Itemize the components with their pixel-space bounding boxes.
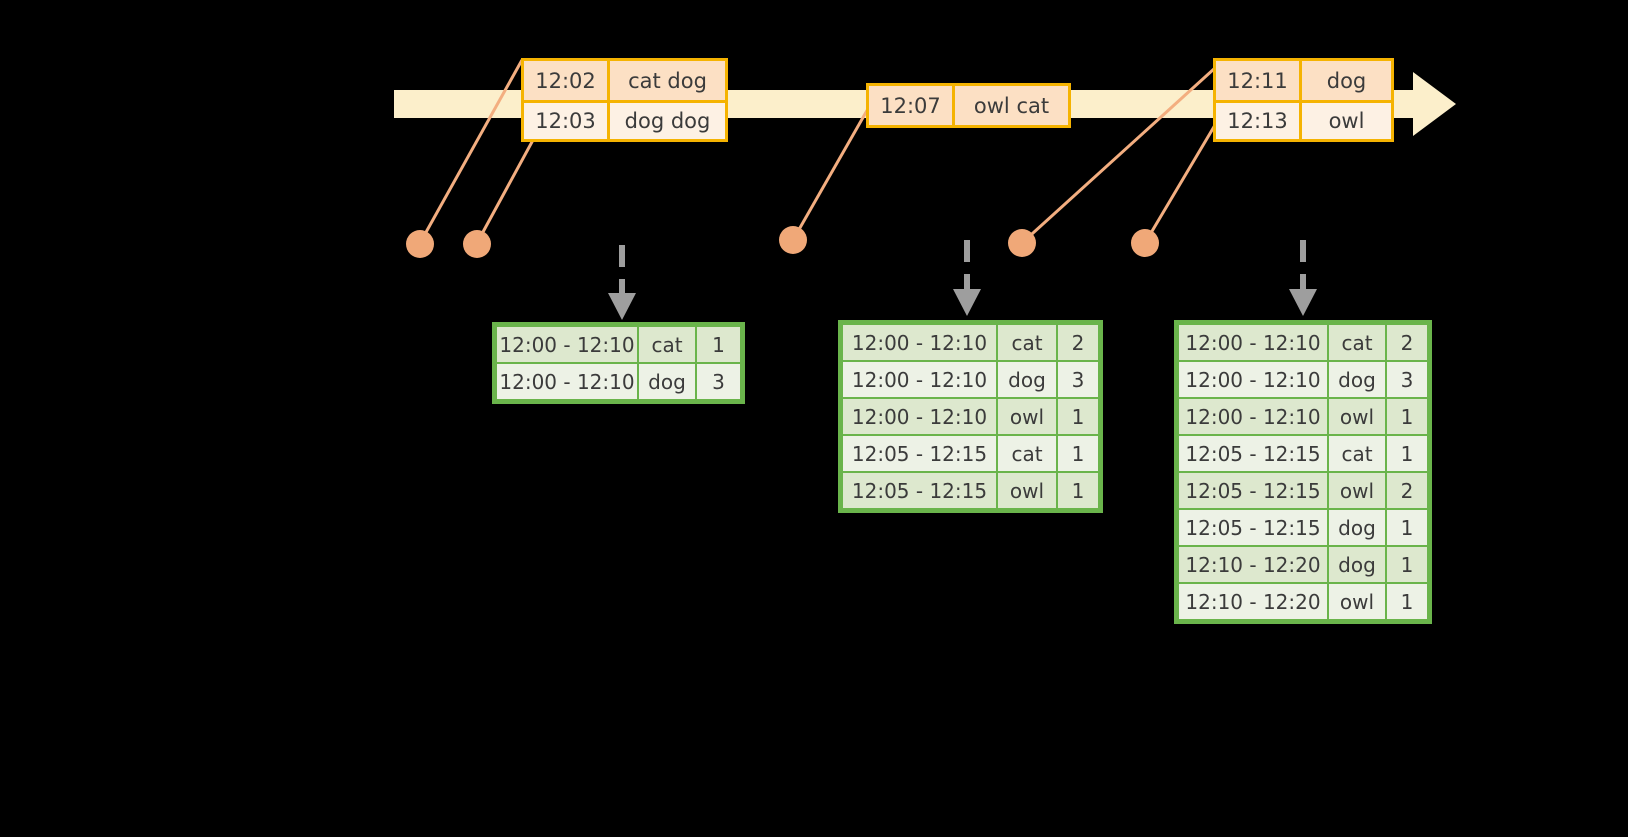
event-row[interactable]: 12:07 owl cat [869,86,1068,125]
window-cell: 12:00 - 12:10 [843,399,996,434]
count-cell: 2 [1387,325,1427,360]
marker-dot [406,230,434,258]
window-cell: 12:00 - 12:10 [843,362,996,397]
count-cell: 3 [697,364,740,399]
event-row[interactable]: 12:11 dog [1216,61,1391,100]
window-cell: 12:05 - 12:15 [843,436,996,471]
event-time: 12:03 [524,103,610,139]
word-cell: dog [1329,547,1385,582]
flow-arrows [619,240,1306,296]
word-cell: dog [639,364,695,399]
count-cell: 1 [1387,510,1427,545]
word-cell: owl [998,399,1056,434]
window-cell: 12:00 - 12:10 [843,325,996,360]
word-cell: owl [1329,584,1385,619]
word-cell: dog [1329,510,1385,545]
count-cell: 2 [1058,325,1098,360]
event-time: 12:07 [869,86,955,125]
word-cell: owl [998,473,1056,508]
event-time: 12:02 [524,61,610,100]
window-cell: 12:00 - 12:10 [1179,399,1327,434]
count-cell: 1 [1387,547,1427,582]
count-cell: 3 [1058,362,1098,397]
event-time: 12:11 [1216,61,1302,100]
word-cell: dog [998,362,1056,397]
count-cell: 1 [1387,584,1427,619]
flow-arrow-heads [608,289,1317,320]
count-cell: 2 [1387,473,1427,508]
window-cell: 12:05 - 12:15 [1179,473,1327,508]
count-cell: 1 [697,327,740,362]
marker-dot [1008,229,1036,257]
count-cell: 1 [1058,473,1098,508]
event-row[interactable]: 12:13 owl [1216,100,1391,139]
event-box-group-3[interactable]: 12:11 dog 12:13 owl [1213,58,1394,142]
event-words: dog [1302,61,1391,100]
window-cell: 12:00 - 12:10 [497,364,637,399]
word-cell: cat [639,327,695,362]
event-words: cat dog [610,61,725,100]
marker-dot [779,226,807,254]
event-row[interactable]: 12:02 cat dog [524,61,725,100]
word-cell: cat [998,436,1056,471]
count-cell: 1 [1058,436,1098,471]
event-box-group-1[interactable]: 12:02 cat dog 12:03 dog dog [521,58,728,142]
window-cell: 12:10 - 12:20 [1179,584,1327,619]
window-cell: 12:05 - 12:15 [843,473,996,508]
count-cell: 1 [1387,399,1427,434]
marker-dot [463,230,491,258]
window-cell: 12:00 - 12:10 [1179,325,1327,360]
word-cell: owl [1329,399,1385,434]
window-cell: 12:05 - 12:15 [1179,510,1327,545]
window-cell: 12:00 - 12:10 [497,327,637,362]
event-row[interactable]: 12:03 dog dog [524,100,725,139]
word-cell: cat [1329,325,1385,360]
window-cell: 12:00 - 12:10 [1179,362,1327,397]
count-cell: 1 [1058,399,1098,434]
window-cell: 12:10 - 12:20 [1179,547,1327,582]
window-cell: 12:05 - 12:15 [1179,436,1327,471]
word-cell: dog [1329,362,1385,397]
marker-dots [406,226,1159,258]
event-box-group-2[interactable]: 12:07 owl cat [866,83,1071,128]
count-cell: 1 [1387,436,1427,471]
event-words: dog dog [610,103,725,139]
event-words: owl [1302,103,1391,139]
word-cell: cat [1329,436,1385,471]
count-cell: 3 [1387,362,1427,397]
event-time: 12:13 [1216,103,1302,139]
word-cell: cat [998,325,1056,360]
event-words: owl cat [955,86,1068,125]
word-cell: owl [1329,473,1385,508]
marker-dot [1131,229,1159,257]
